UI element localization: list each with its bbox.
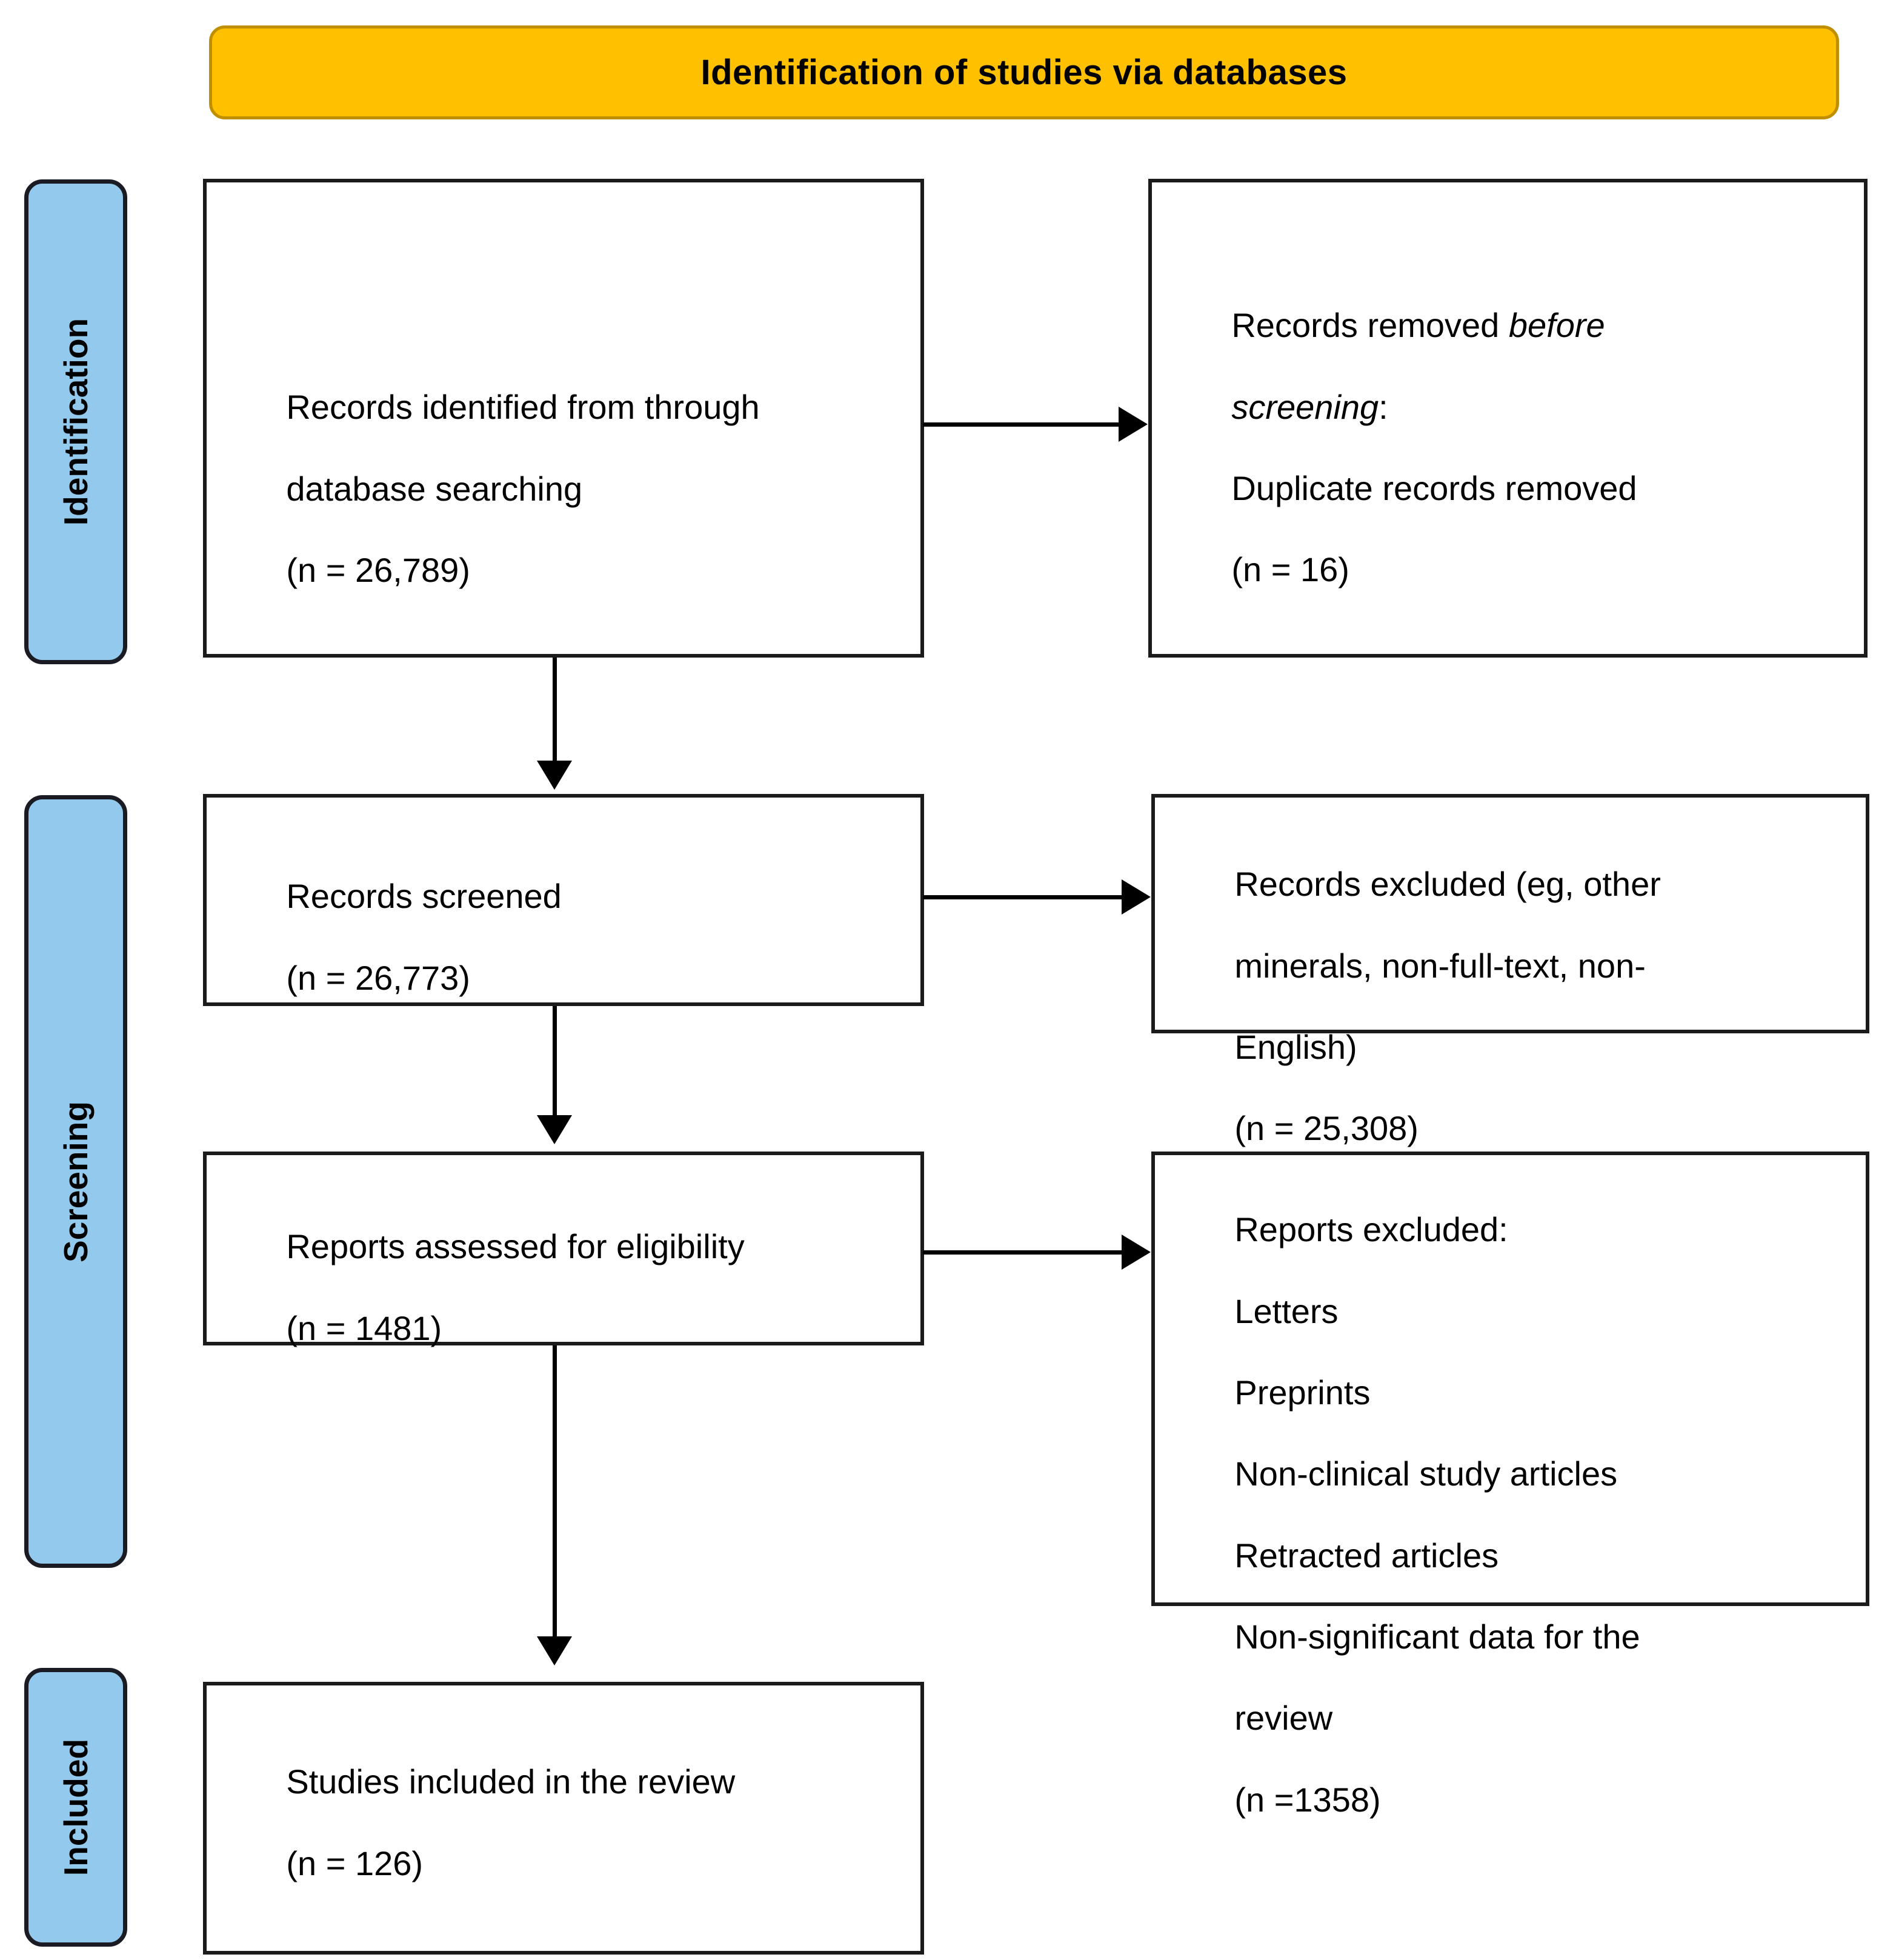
arrowhead-screened-to-assessed — [537, 1115, 572, 1144]
box-records-excluded-text: Records excluded (eg, other minerals, no… — [1178, 823, 1852, 1190]
reports-excluded-line-8: (n =1358) — [1234, 1780, 1381, 1819]
identification-banner: Identification of studies via databases — [209, 25, 1839, 119]
stage-tab-identification-label: Identification — [57, 318, 95, 526]
records-identified-line-3: (n = 26,789) — [286, 550, 470, 589]
box-reports-excluded: Reports excluded: Letters Preprints Non-… — [1151, 1152, 1869, 1819]
arrowhead-identified-to-screened — [537, 761, 572, 790]
reports-assessed-line-1: Reports assessed for eligibility — [286, 1227, 745, 1266]
records-removed-line-1-italic: before — [1508, 306, 1605, 345]
stage-tab-included: Included — [24, 1668, 127, 1947]
arrowhead-screened-to-excluded — [1122, 879, 1151, 915]
box-reports-excluded-text: Reports excluded: Letters Preprints Non-… — [1178, 1168, 1852, 1861]
records-removed-line-3: Duplicate records removed — [1231, 468, 1637, 507]
records-screened-line-1: Records screened — [286, 877, 562, 916]
records-removed-line-1-normal: Records removed — [1231, 306, 1509, 345]
connector-screened-to-excluded — [923, 895, 1123, 899]
box-studies-included-text: Studies included in the review (n = 126) — [230, 1721, 907, 1924]
connector-screened-to-assessed — [553, 1006, 557, 1118]
reports-excluded-line-4: Non-clinical study articles — [1234, 1455, 1618, 1493]
box-studies-included: Studies included in the review (n = 126) — [203, 1682, 924, 1955]
arrowhead-assessed-to-included — [537, 1636, 572, 1665]
connector-assessed-to-included — [553, 1345, 557, 1639]
records-identified-line-2: database searching — [286, 469, 583, 508]
records-excluded-line-1: Records excluded (eg, other — [1234, 865, 1661, 904]
studies-included-line-2: (n = 126) — [286, 1844, 424, 1882]
reports-assessed-line-2: (n = 1481) — [286, 1308, 442, 1347]
stage-tab-screening-label: Screening — [57, 1101, 95, 1262]
records-removed-line-2-italic: screening — [1231, 387, 1379, 426]
banner-title: Identification of studies via databases — [700, 53, 1348, 92]
connector-assessed-to-reports-excluded — [923, 1250, 1123, 1255]
stage-tab-included-label: Included — [57, 1738, 95, 1876]
stage-tab-identification: Identification — [24, 179, 127, 664]
records-excluded-line-4: (n = 25,308) — [1234, 1109, 1419, 1148]
reports-excluded-line-1: Reports excluded: — [1234, 1210, 1508, 1249]
records-excluded-line-2: minerals, non-full-text, non- — [1234, 946, 1646, 985]
reports-excluded-line-7: review — [1234, 1699, 1333, 1738]
connector-identified-to-removed — [923, 422, 1120, 427]
reports-excluded-line-3: Preprints — [1234, 1373, 1371, 1412]
records-removed-line-2-normal: : — [1379, 387, 1388, 426]
records-screened-line-2: (n = 26,773) — [286, 958, 470, 997]
box-reports-assessed-text: Reports assessed for eligibility (n = 14… — [230, 1185, 907, 1389]
box-records-identified: Records identified from through database… — [203, 179, 924, 658]
box-records-identified-text: Records identified from through database… — [230, 346, 907, 631]
box-records-removed-text: Records removed before screening: Duplic… — [1175, 264, 1851, 631]
arrowhead-assessed-to-reports-excluded — [1122, 1235, 1151, 1270]
box-records-removed-before-screening: Records removed before screening: Duplic… — [1148, 179, 1868, 658]
records-identified-line-1: Records identified from through — [286, 388, 760, 427]
box-reports-assessed: Reports assessed for eligibility (n = 14… — [203, 1152, 924, 1347]
reports-excluded-line-5: Retracted articles — [1234, 1536, 1499, 1575]
box-records-screened: Records screened (n = 26,773) — [203, 794, 924, 1006]
box-records-excluded: Records excluded (eg, other minerals, no… — [1151, 794, 1869, 1147]
reports-excluded-line-6: Non-significant data for the — [1234, 1618, 1640, 1656]
studies-included-line-1: Studies included in the review — [286, 1762, 736, 1801]
reports-excluded-line-2: Letters — [1234, 1292, 1339, 1330]
arrowhead-identified-to-removed — [1119, 407, 1148, 442]
stage-tab-screening: Screening — [24, 795, 127, 1568]
records-excluded-line-3: English) — [1234, 1027, 1357, 1066]
connector-identified-to-screened — [553, 658, 557, 764]
box-records-screened-text: Records screened (n = 26,773) — [230, 835, 907, 1039]
records-removed-line-4: (n = 16) — [1231, 550, 1349, 589]
